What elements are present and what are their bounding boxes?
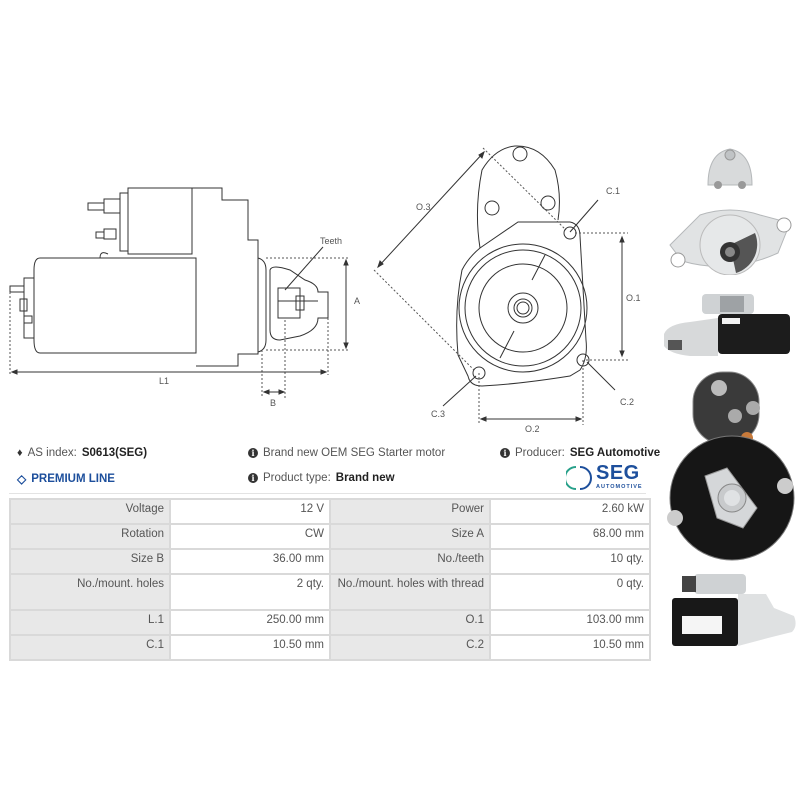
dimension-c3-label: C.3 (431, 409, 446, 419)
spec-value: 2 qty. (169, 573, 331, 611)
producer: i Producer: SEG Automotive (500, 447, 660, 459)
spec-label: L.1 (9, 609, 171, 636)
dimension-o1-label: O.1 (626, 293, 641, 303)
spec-label: Size A (329, 523, 491, 550)
spec-label: C.1 (9, 634, 171, 661)
producer-label: Producer: (515, 447, 565, 459)
logo-main-text: SEG (596, 462, 640, 484)
spec-label: O.1 (329, 609, 491, 636)
spec-value: 250.00 mm (169, 609, 331, 636)
side-view-photo[interactable] (660, 290, 800, 360)
product-type: i Product type: Brand new (248, 472, 395, 484)
spec-label: Size B (9, 548, 171, 575)
info-icon: i (248, 473, 258, 483)
front-view-diagram: O.3 C.1 O.1 C.2 C.3 O.2 (370, 140, 650, 440)
as-index: ♦ AS index: S0613(SEG) (17, 447, 147, 459)
specs-table: Voltage 12 V Power 2.60 kW Rotation CW S… (9, 498, 651, 661)
description-text: Brand new OEM SEG Starter motor (263, 447, 446, 459)
info-icon: i (500, 448, 510, 458)
premium-line-label: PREMIUM LINE (31, 473, 115, 485)
spec-value: 2.60 kW (489, 498, 651, 525)
spec-value: 12 V (169, 498, 331, 525)
spec-label: No./mount. holes with thread (329, 573, 491, 611)
as-index-value: S0613(SEG) (81, 447, 148, 459)
spec-label: No./mount. holes (9, 573, 171, 611)
divider (9, 493, 646, 494)
product-type-value: Brand new (335, 472, 395, 484)
spec-value: 0 qty. (489, 573, 651, 611)
table-row: Voltage 12 V Power 2.60 kW (9, 498, 651, 525)
spec-value: 10.50 mm (169, 634, 331, 661)
spec-value: 10 qty. (489, 548, 651, 575)
spec-value: CW (169, 523, 331, 550)
front-view-photo[interactable] (660, 145, 800, 275)
spec-label: Rotation (9, 523, 171, 550)
tag-icon: ♦ (17, 447, 23, 459)
teeth-label: Teeth (320, 236, 343, 246)
dimension-o3-label: O.3 (416, 202, 431, 212)
rear-view-photo[interactable] (665, 368, 800, 568)
info-icon: i (248, 448, 258, 458)
table-row: Rotation CW Size A 68.00 mm (9, 523, 651, 550)
side-view-photo-2[interactable] (668, 572, 800, 650)
as-index-label: AS index: (27, 447, 77, 459)
producer-value[interactable]: SEG Automotive (569, 447, 661, 459)
table-row: L.1 250.00 mm O.1 103.00 mm (9, 609, 651, 636)
spec-value: 103.00 mm (489, 609, 651, 636)
spec-value: 36.00 mm (169, 548, 331, 575)
seg-automotive-logo[interactable]: SEG AUTOMOTIVE (566, 462, 650, 493)
logo-sub-text: AUTOMOTIVE (596, 484, 643, 490)
description: i Brand new OEM SEG Starter motor (248, 447, 445, 459)
spec-label: C.2 (329, 634, 491, 661)
table-row: Size B 36.00 mm No./teeth 10 qty. (9, 548, 651, 575)
dimension-c1-label: C.1 (606, 186, 621, 196)
premium-line-badge: ◇ PREMIUM LINE (17, 472, 115, 486)
spec-label: Voltage (9, 498, 171, 525)
spec-value: 68.00 mm (489, 523, 651, 550)
diamond-icon: ◇ (17, 472, 27, 486)
table-row: No./mount. holes 2 qty. No./mount. holes… (9, 573, 651, 611)
table-row: C.1 10.50 mm C.2 10.50 mm (9, 634, 651, 661)
dimension-o2-label: O.2 (525, 424, 540, 434)
product-type-label: Product type: (263, 472, 331, 484)
dimension-b-label: B (270, 398, 277, 408)
spec-value: 10.50 mm (489, 634, 651, 661)
dimension-c2-label: C.2 (620, 397, 635, 407)
spec-label: No./teeth (329, 548, 491, 575)
side-view-diagram: Teeth A L1 B (0, 180, 370, 410)
spec-label: Power (329, 498, 491, 525)
dimension-a-label: A (354, 296, 361, 306)
dimension-l1-label: L1 (159, 376, 170, 386)
